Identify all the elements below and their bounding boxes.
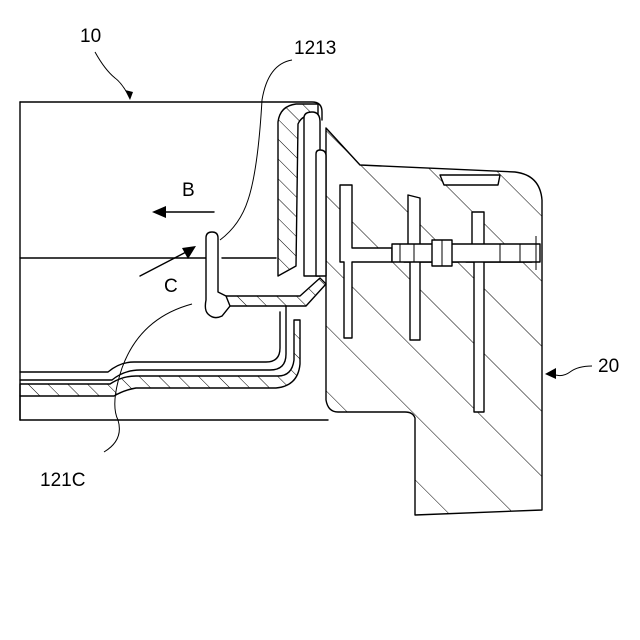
leader-10 [95,52,130,98]
label-1213: 1213 [294,38,336,59]
part-10-body [20,102,328,420]
label-c: C [164,276,178,297]
label-121c: 121C [40,470,85,491]
label-b: B [182,180,195,201]
leader-20 [552,366,592,376]
arrow-c [140,250,190,276]
label-10: 10 [80,26,101,47]
label-20: 20 [598,356,619,377]
part-20-housing [326,128,542,515]
